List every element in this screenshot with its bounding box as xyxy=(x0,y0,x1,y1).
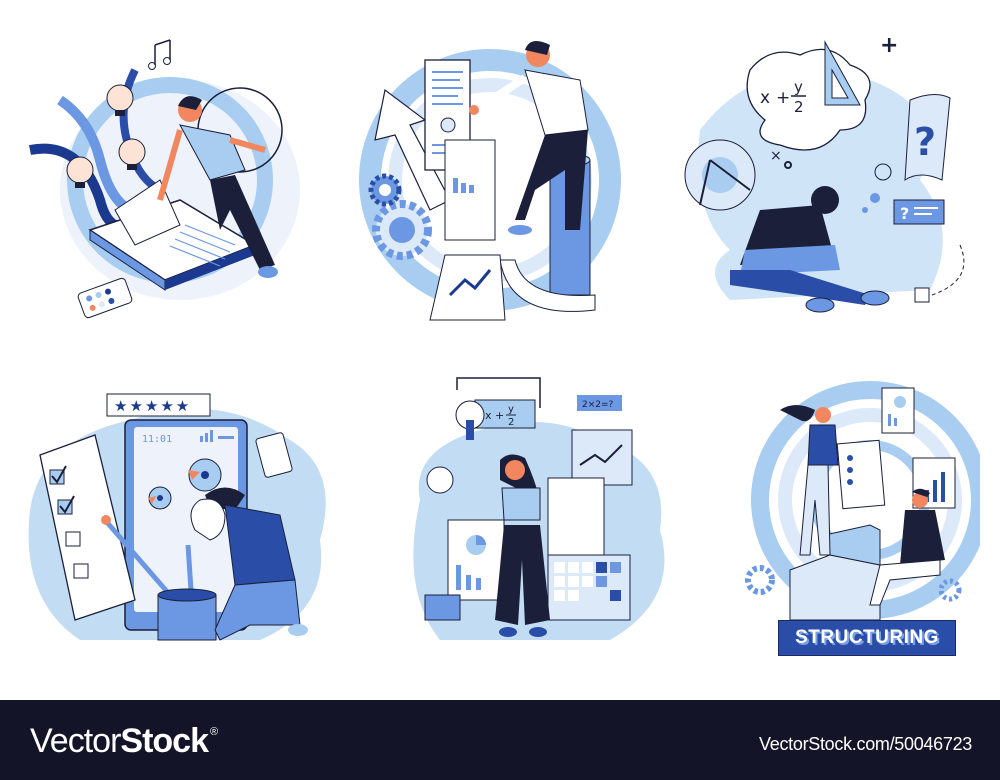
question-card xyxy=(893,199,945,225)
watermark-footer: VectorStock® VectorStock.com/50046723 xyxy=(0,700,1000,780)
svg-text:y: y xyxy=(794,78,803,96)
scene-structuring xyxy=(740,380,980,620)
svg-text:y: y xyxy=(508,404,514,415)
rating-box xyxy=(106,393,211,417)
gear-icon xyxy=(372,200,432,260)
palette-icon xyxy=(77,277,133,319)
phone-time: 11:01 xyxy=(142,434,172,445)
svg-text:2: 2 xyxy=(508,417,514,428)
svg-text:+: + xyxy=(776,88,790,108)
gear-icon xyxy=(938,578,962,602)
structuring-label: STRUCTURING xyxy=(795,627,939,648)
svg-text:×: × xyxy=(770,148,782,164)
lightbulb-icon xyxy=(66,156,94,188)
gear-icon xyxy=(745,565,775,595)
report-icon xyxy=(881,387,915,434)
scene-creative-app: ★★★★★ 11:01 xyxy=(20,380,340,660)
flower-icon xyxy=(148,486,172,510)
scene-data-analysis: x + y 2 2×2=? xyxy=(400,370,690,660)
scene-sitting-on-chart xyxy=(350,30,630,330)
music-note-icon xyxy=(154,39,171,65)
svg-text:?: ? xyxy=(900,204,909,223)
chart-box xyxy=(571,429,633,486)
paintbrush-icon xyxy=(103,518,172,597)
structuring-banner: STRUCTURING xyxy=(778,620,956,656)
math-formula: x xyxy=(760,88,770,108)
lightbulb-icon xyxy=(426,466,454,494)
brain-icon xyxy=(455,400,485,440)
scene-confused-math: x + y 2 + × ? ? xyxy=(670,30,980,330)
lightbulb-icon xyxy=(190,498,226,541)
lightbulb-icon xyxy=(106,84,134,116)
stock-id-link: VectorStock.com/50046723 xyxy=(759,734,972,754)
question-paper xyxy=(904,94,951,181)
flower-icon xyxy=(188,458,222,492)
compass-icon xyxy=(699,159,751,206)
puzzle-piece-icon xyxy=(424,594,461,621)
svg-text:+: + xyxy=(495,409,504,422)
trend-up-icon xyxy=(448,269,492,297)
scene-reading-book xyxy=(20,30,320,330)
lightbulb-icon xyxy=(118,138,146,170)
trend-up-icon xyxy=(579,444,623,466)
svg-text:2×2=?: 2×2=? xyxy=(582,400,614,410)
svg-text:x: x xyxy=(485,409,492,422)
equation-card xyxy=(577,395,622,411)
question-mark-icon: ? xyxy=(914,120,936,164)
star-rating-icon: ★★★★★ xyxy=(114,397,191,415)
formula-card xyxy=(474,399,536,429)
gear-icon xyxy=(368,173,402,207)
plus-icon: + xyxy=(880,33,898,58)
vectorstock-logo: VectorStock® xyxy=(30,722,218,760)
clipboard-icon xyxy=(836,439,886,510)
svg-text:2: 2 xyxy=(794,98,804,116)
illustration-canvas: x + y 2 + × ? ? xyxy=(20,30,980,660)
palette-icon xyxy=(255,432,293,478)
